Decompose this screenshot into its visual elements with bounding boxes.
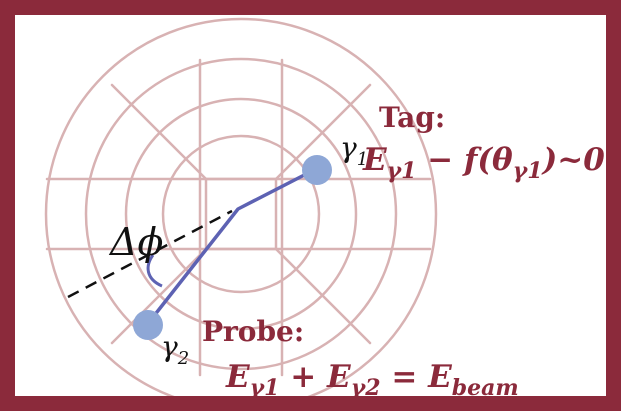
outer-ring [44, 17, 438, 396]
photon-1-marker [302, 155, 332, 185]
detector-grid [44, 17, 438, 396]
ring-3 [84, 57, 398, 371]
diagonal-line-ul [110, 83, 208, 181]
tag-title: Tag: [379, 101, 445, 134]
delta-phi-arc [146, 254, 163, 288]
diagonal-line-lr [274, 247, 372, 345]
photon-track [144, 168, 315, 328]
phi-reference-line [67, 209, 233, 299]
diagonal-line-ll [110, 247, 208, 345]
probe-equation: Eγ1 + Eγ2 = Ebeam [225, 359, 519, 401]
gamma2-label: γ2 [161, 330, 189, 369]
tag-equation: Eγ1 − f(θγ1)~0 [362, 142, 605, 184]
photon-2-marker [133, 310, 163, 340]
ring-1 [161, 134, 321, 294]
diagonal-line-ur [274, 83, 372, 181]
ring-2 [124, 97, 358, 331]
gamma1-label: γ1 [340, 131, 368, 170]
probe-title: Probe: [202, 315, 304, 348]
delta-phi-label: Δϕ [108, 220, 163, 264]
